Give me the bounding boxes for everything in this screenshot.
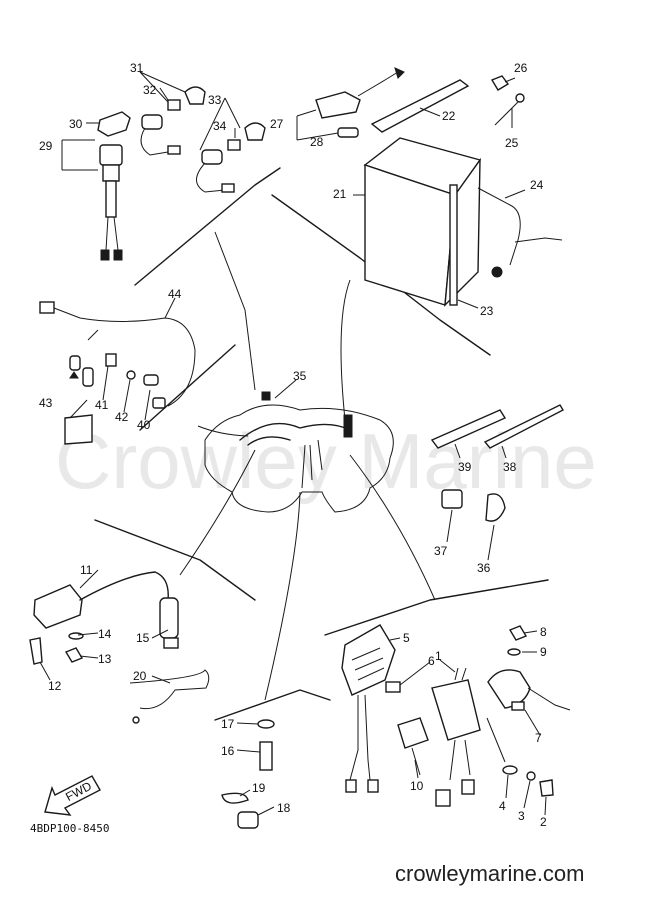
diagram-code: 4BDP100-8450 (30, 822, 109, 835)
battery[interactable] (363, 137, 563, 307)
frame-outline-with-harness[interactable] (204, 391, 394, 513)
callout-1: 1 (435, 649, 442, 663)
ignition-switch-assembly[interactable] (97, 111, 131, 261)
callout-10: 10 (410, 779, 424, 793)
callout-8: 8 (540, 625, 547, 639)
callout-22: 22 (442, 109, 456, 123)
cdi-unit[interactable] (431, 667, 481, 807)
callout-37: 37 (434, 544, 448, 558)
battery-band[interactable] (370, 79, 470, 133)
callout-43: 43 (39, 396, 53, 410)
callout-30: 30 (69, 117, 83, 131)
starter-relay-assembly[interactable] (315, 67, 405, 138)
callout-25: 25 (505, 136, 519, 150)
site-footer[interactable]: crowleymarine.com (395, 861, 585, 886)
callout-41: 41 (95, 398, 109, 412)
callout-5: 5 (403, 631, 410, 645)
callout-35: 35 (293, 369, 307, 383)
callout-26: 26 (514, 61, 528, 75)
turn-signal-relay[interactable] (487, 625, 571, 711)
callout-27: 27 (270, 117, 284, 131)
callout-17: 17 (221, 717, 235, 731)
callout-16: 16 (221, 744, 235, 758)
callout-40: 40 (137, 418, 151, 432)
callout-19: 19 (252, 781, 266, 795)
callout-28: 28 (310, 135, 324, 149)
callout-18: 18 (277, 801, 291, 815)
callout-29: 29 (39, 139, 53, 153)
callout-42: 42 (115, 410, 129, 424)
callout-44: 44 (168, 287, 182, 301)
callout-36: 36 (477, 561, 491, 575)
battery-bolt-nut[interactable] (490, 75, 525, 126)
callout-2: 2 (540, 815, 547, 829)
callout-13: 13 (98, 652, 112, 666)
callout-9: 9 (540, 645, 547, 659)
callout-3: 3 (518, 809, 525, 823)
callout-20: 20 (133, 669, 147, 683)
callout-7: 7 (535, 731, 542, 745)
cable-ties[interactable] (430, 404, 564, 522)
callout-24: 24 (530, 178, 544, 192)
fwd-arrow-icon: FWD (44, 775, 101, 816)
callout-23: 23 (480, 304, 494, 318)
sub-wire-harness[interactable] (39, 301, 196, 445)
callout-32: 32 (143, 83, 157, 97)
callout-4: 4 (499, 799, 506, 813)
frame-leader-lines (179, 231, 436, 701)
callout-31: 31 (130, 61, 144, 75)
neutral-switch-parts[interactable] (221, 719, 275, 829)
callout-leader-lines (39, 71, 547, 816)
callout-38: 38 (503, 460, 517, 474)
callout-39: 39 (458, 460, 472, 474)
plug-cap-assembly-33-34[interactable] (196, 122, 266, 193)
lead-wire[interactable] (129, 669, 210, 724)
rectifier-regulator[interactable] (341, 624, 401, 793)
callout-33: 33 (208, 93, 222, 107)
relay-unit[interactable] (397, 717, 429, 776)
callout-labels: 29 30 31 32 33 34 27 28 22 26 25 21 24 2… (39, 61, 547, 829)
callout-34: 34 (213, 119, 227, 133)
callout-6: 6 (428, 654, 435, 668)
callout-15: 15 (136, 631, 150, 645)
callout-14: 14 (98, 627, 112, 641)
small-hardware-2-3-4[interactable] (502, 765, 554, 797)
callout-12: 12 (48, 679, 62, 693)
plug-cap-assembly-31-32[interactable] (140, 86, 206, 156)
ignition-coil-assembly[interactable] (29, 571, 179, 665)
callout-21: 21 (333, 187, 347, 201)
callout-11: 11 (80, 563, 93, 577)
